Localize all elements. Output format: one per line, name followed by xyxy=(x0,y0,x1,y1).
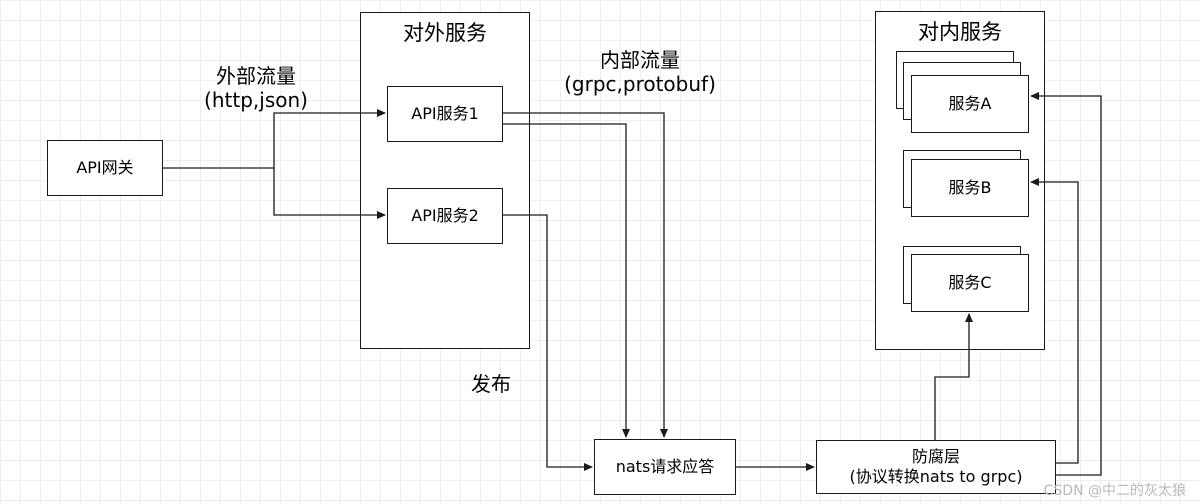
service-b-node: 服务B xyxy=(911,159,1029,217)
service-a-label: 服务A xyxy=(948,94,992,113)
api-service-1-node: API服务1 xyxy=(387,86,503,142)
external-traffic-line-1: 外部流量 xyxy=(216,64,296,88)
internal-traffic-line-2: (grpc,protobuf) xyxy=(564,72,716,96)
publish-label: 发布 xyxy=(471,372,511,396)
nats-request-reply-node: nats请求应答 xyxy=(594,439,736,495)
service-c-node: 服务C xyxy=(911,254,1029,312)
api-gateway-node: API网关 xyxy=(47,140,163,196)
csdn-watermark: CSDN @中二的灰太狼 xyxy=(1043,483,1186,499)
external-traffic-label: 外部流量 (http,json) xyxy=(196,64,316,112)
external-services-group: 对外服务 xyxy=(360,12,530,349)
api-service-2-node: API服务2 xyxy=(387,188,503,244)
service-c-label: 服务C xyxy=(948,273,992,292)
anti-corruption-layer-title: 防腐层 xyxy=(911,447,960,466)
anti-corruption-layer-node: 防腐层 (协议转换nats to grpc) xyxy=(816,440,1056,494)
api-service-1-label: API服务1 xyxy=(411,104,479,123)
internal-traffic-label: 内部流量 (grpc,protobuf) xyxy=(550,48,730,96)
anti-corruption-layer-subtitle: (协议转换nats to grpc) xyxy=(849,467,1023,486)
external-services-title: 对外服务 xyxy=(403,21,487,45)
service-b-label: 服务B xyxy=(948,178,992,197)
service-a-node: 服务A xyxy=(911,75,1029,133)
api-gateway-label: API网关 xyxy=(76,158,134,177)
internal-traffic-line-1: 内部流量 xyxy=(600,48,680,72)
nats-request-reply-label: nats请求应答 xyxy=(615,457,715,476)
api-service-2-label: API服务2 xyxy=(411,206,479,225)
external-traffic-line-2: (http,json) xyxy=(204,88,308,112)
internal-services-title: 对内服务 xyxy=(918,20,1002,44)
